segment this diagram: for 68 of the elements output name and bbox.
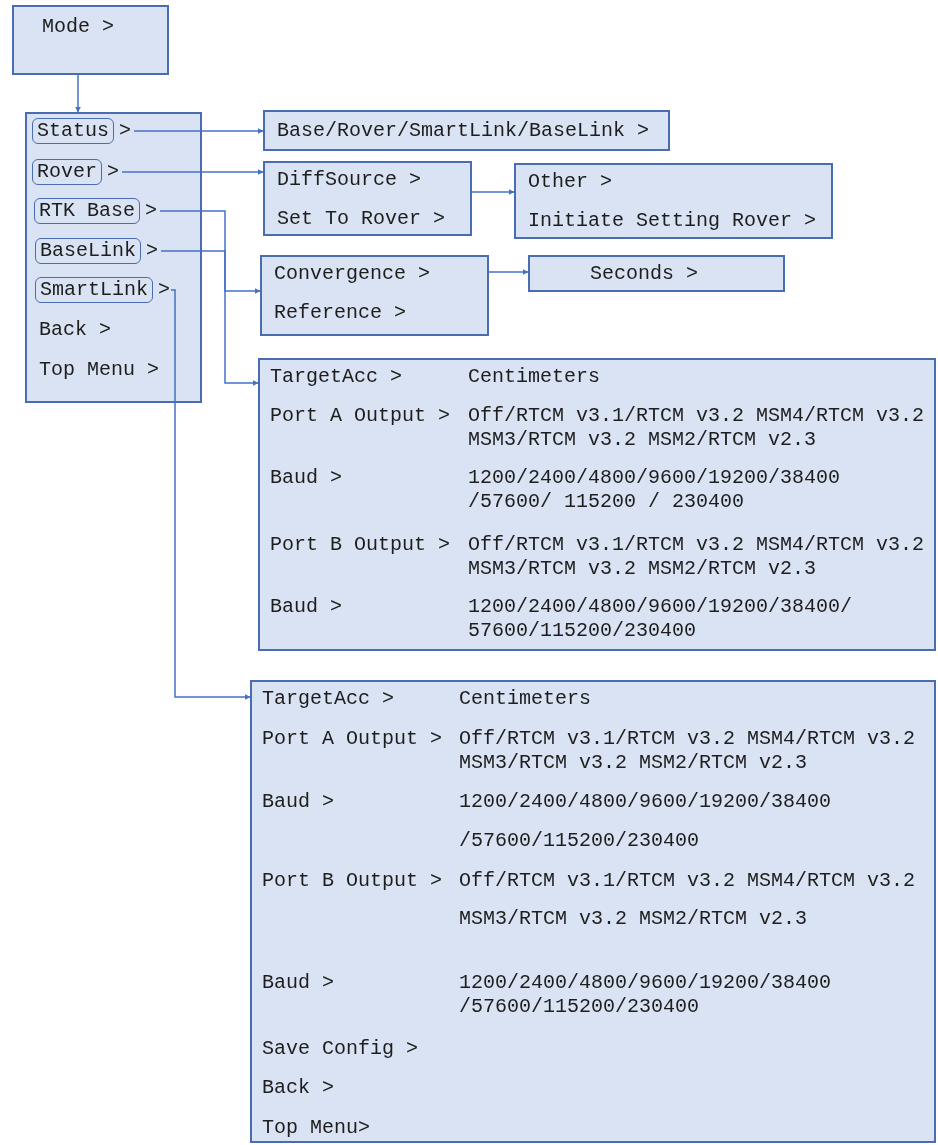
menu-box xyxy=(263,161,472,236)
menu-box xyxy=(250,680,936,1143)
menu-option: Baud > xyxy=(262,971,334,995)
menu-option: Mode > xyxy=(42,15,114,39)
option-value: 1200/2400/4800/9600/19200/38400 /57600/ 115200 / 230400 xyxy=(468,466,842,514)
menu-option: Convergence > xyxy=(274,262,431,286)
arrow xyxy=(133,128,264,134)
menu-option: /57600/115200/230400 xyxy=(459,829,700,853)
menu-box xyxy=(260,255,489,336)
arrow xyxy=(170,289,251,700)
menu-option: Port B Output > xyxy=(262,869,443,893)
menu-option: Back > xyxy=(39,318,111,342)
menu-box xyxy=(258,358,936,651)
menu-arrow-sign: > xyxy=(145,199,157,223)
arrow xyxy=(160,250,261,294)
menu-box xyxy=(12,5,169,75)
menu-arrow-sign: > xyxy=(107,160,119,184)
menu-option: Initiate Setting Rover > xyxy=(528,209,817,233)
menu-option: Status xyxy=(37,119,109,142)
option-value: Off/RTCM v3.1/RTCM v3.2 MSM4/RTCM v3.2 MSM3/RTCM v3.2 MSM2/RTCM v2.3 xyxy=(468,533,926,581)
menu-arrow-sign: > xyxy=(146,239,158,263)
menu-option: Top Menu> xyxy=(262,1116,371,1140)
menu-option: Port A Output > xyxy=(270,404,451,428)
arrow xyxy=(121,169,264,175)
menu-option: Port B Output > xyxy=(270,533,451,557)
menu-item-box xyxy=(35,238,141,264)
menu-option: Baud > xyxy=(262,790,334,814)
menu-item-box xyxy=(32,118,114,144)
menu-item-box xyxy=(35,277,154,303)
menu-arrow-sign: > xyxy=(119,119,131,143)
menu-option: SmartLink xyxy=(40,278,149,301)
menu-item-box xyxy=(32,159,102,185)
menu-item-box xyxy=(34,198,140,224)
menu-option: Other > xyxy=(528,170,612,194)
menu-option: Set To Rover > xyxy=(277,207,446,231)
arrow xyxy=(471,189,515,195)
menu-option: Base/Rover/SmartLink/BaseLink > xyxy=(277,119,650,143)
menu-option: Rover xyxy=(37,160,97,183)
menu-box xyxy=(263,110,670,151)
menu-option: 1200/2400/4800/9600/19200/38400 /57600/115200/230400 xyxy=(459,971,921,1019)
menu-option: DiffSource > xyxy=(277,168,422,192)
menu-option: MSM3/RTCM v3.2 MSM2/RTCM v2.3 xyxy=(459,907,808,931)
menu-option: Off/RTCM v3.1/RTCM v3.2 MSM4/RTCM v3.2 xyxy=(459,869,916,893)
option-value: Off/RTCM v3.1/RTCM v3.2 MSM4/RTCM v3.2 MSM3/RTCM v3.2 MSM2/RTCM v2.3 xyxy=(468,404,926,452)
menu-arrow-sign: > xyxy=(158,278,170,302)
menu-option: Baud > xyxy=(270,466,342,490)
option-value: Centimeters xyxy=(468,365,601,389)
menu-option: Seconds > xyxy=(590,262,699,286)
menu-option: TargetAcc > xyxy=(270,365,403,389)
menu-option: Back > xyxy=(262,1076,334,1100)
menu-option: RTK Base xyxy=(39,199,135,222)
menu-option: BaseLink xyxy=(40,239,136,262)
arrow xyxy=(488,269,529,275)
menu-box xyxy=(528,255,785,292)
menu-option: 1200/2400/4800/9600/19200/38400 xyxy=(459,790,832,814)
menu-option: TargetAcc > xyxy=(262,687,395,711)
menu-option: Reference > xyxy=(274,301,407,325)
arrow xyxy=(75,74,81,113)
option-value: 1200/2400/4800/9600/19200/38400/ 57600/115200/230400 xyxy=(468,595,854,643)
menu-option: Centimeters xyxy=(459,687,592,711)
menu-box xyxy=(25,112,202,403)
menu-option: Save Config > xyxy=(262,1037,419,1061)
menu-box xyxy=(514,163,833,239)
menu-option: Top Menu > xyxy=(39,358,160,382)
menu-option: Off/RTCM v3.1/RTCM v3.2 MSM4/RTCM v3.2 MSM3/RTCM v3.2 MSM2/RTCM v2.3 xyxy=(459,727,921,775)
menu-option: Baud > xyxy=(270,595,342,619)
menu-option: Port A Output > xyxy=(262,727,443,751)
arrow xyxy=(159,210,259,386)
